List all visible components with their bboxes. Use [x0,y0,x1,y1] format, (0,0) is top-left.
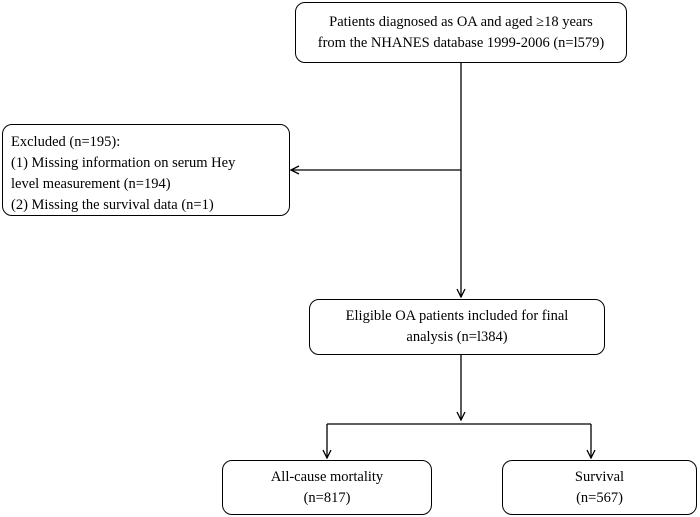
eligible-box: Eligible OA patients included for final … [309,299,605,355]
eligible-box-line-1: Eligible OA patients included for final [345,308,569,324]
start-box-line-2: from the NHANES database 1999-2006 (n=l5… [317,34,605,51]
start-box: Patients diagnosed as OA and aged ≥18 ye… [295,2,627,63]
mortality-box-line-2: (n=817) [303,489,351,506]
survival-box: Survival (n=567) [502,460,697,515]
excluded-box: Excluded (n=195): (1) Missing informatio… [2,124,290,216]
excluded-box-line-1: Excluded (n=195): [11,134,121,150]
mortality-box: All-cause mortality (n=817) [222,460,432,515]
mortality-box-line-1: All-cause mortality [270,468,384,485]
eligible-box-line-2: analysis (n=l384) [406,329,508,345]
survival-box-line-1: Survival [574,468,625,485]
survival-box-line-2: (n=567) [576,489,623,506]
excluded-box-line-4: (2) Missing the survival data (n=1) [11,197,214,213]
excluded-box-line-2: (1) Missing information on serum Hey [11,155,236,171]
excluded-box-line-3: level measurement (n=194) [11,176,171,192]
start-box-line-1: Patients diagnosed as OA and aged ≥18 ye… [329,13,593,30]
